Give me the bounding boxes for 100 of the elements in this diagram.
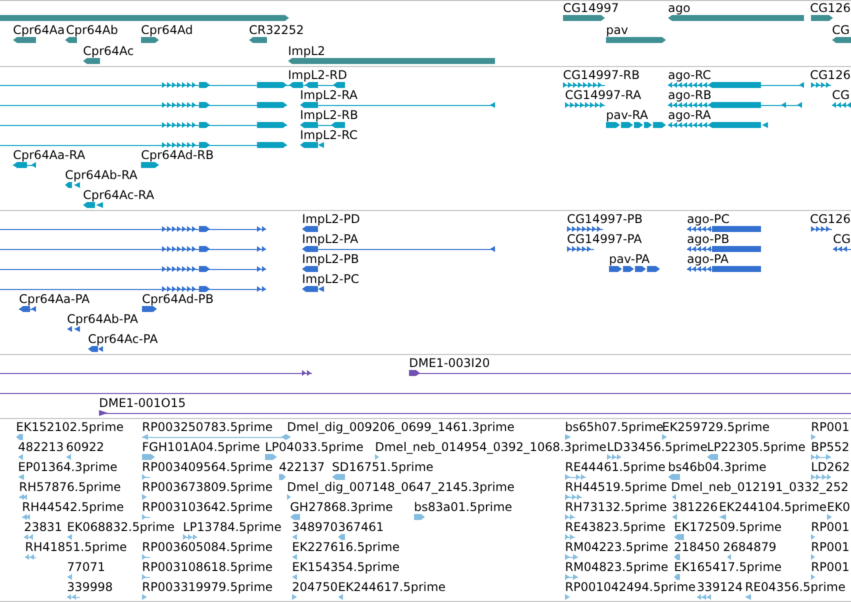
est-label: 339998 [67,580,113,594]
est-label: RP003409564.5prime [142,460,273,474]
protein-label: ago-PA [687,252,729,266]
est-label: RP003673809.5prime [142,480,273,494]
est-label: RH57876.5prime [19,480,121,494]
est-label: 204750 [292,580,338,594]
gene-label: CR32252 [249,24,304,36]
est-label: EK227616.5prime [292,540,400,554]
est-label: RH73132.5prime [565,500,667,514]
transcript-label: ago-RB [668,88,712,102]
est-label: EP01364.3prime [18,460,118,474]
transcript-label: Cpr64Ac-RA [83,188,154,202]
est-label: 2684879 [723,540,776,554]
protein-label: Cpr64Ac-PA [88,332,158,346]
est-label: EK244104.5prime [719,500,827,514]
transcript-label: CG [832,88,850,102]
est-label: FGH101A04.5prime [142,440,260,454]
transcript-label: CG14997-RA [565,88,642,102]
est-label: RM04823.5prime [565,560,668,574]
transcript-label: ImpL2-RB [300,108,358,122]
est-label: RP003250783.5prime [142,420,273,434]
est-label: RP001 [811,520,850,534]
protein-label: Cpr64Aa-PA [19,292,90,306]
protein-label: ImpL2-PC [302,272,360,286]
gene-label: pav [606,24,628,36]
est-label: 23831 [24,520,62,534]
est-label: RM04223.5prime [565,540,668,554]
clone-label: DME1-003I20 [409,356,490,370]
transcript-label: ImpL2-RC [300,128,358,142]
est-label: RH44519.5prime [565,480,667,494]
est-label: RE04356.5prime [745,580,846,594]
est-label: LP22305.5prime [707,440,806,454]
est-label: EK0 [827,500,850,514]
gene-label: Cpr64Ab [66,24,118,36]
transcript-label: Cpr64Aa-RA [13,148,86,162]
est-label: EK154354.5prime [292,560,400,574]
est-label: LD33456.5prime [607,440,708,454]
est-label: 482213 [18,440,64,454]
est-label: RE44461.5prime [565,460,666,474]
protein-label: Cpr64Ad-PB [142,292,214,306]
est-label: RP003103642.5prime [142,500,273,514]
protein-label: ImpL2-PD [302,212,360,226]
protein-label: ImpL2-PB [302,252,359,266]
est-label: bs46b04.3prime [668,460,766,474]
protein-label: pav-PA [609,252,650,266]
transcript-label: CG14997-RB [563,68,640,82]
est-label: LP04033.5prime [265,440,364,454]
protein-label: CG14997-PA [567,232,642,246]
est-label: LP13784.5prime [183,520,282,534]
protein-label: CG14997-PB [567,212,643,226]
est-label: RP001 [811,540,850,554]
transcript-label: Cpr64Ab-RA [65,168,138,182]
gene-label: Cpr64Ac [83,44,134,58]
est-label: 422137 [279,460,325,474]
protein-label: CG126 [810,212,851,226]
est-label: Dmel_dig_007148_0647_2145.3prime [287,480,515,494]
est-label: EK068832.5prime [67,520,175,534]
gene-label: ago [668,2,690,14]
transcript-label: Cpr64Ad-RB [141,148,214,162]
protein-label: ago-PC [687,212,730,226]
est-label: bs83a01.5prime [414,500,512,514]
est-label: RE43823.5prime [565,520,666,534]
est-label: RP003605084.5prime [142,540,273,554]
gene-label: CG [832,24,850,36]
est-label: RH41851.5prime [25,540,127,554]
est-label: bs65h07.5prime [565,420,664,434]
est-label: 77071 [67,560,106,574]
est-label: EK172509.5prime [674,520,782,534]
transcript-label: ImpL2-RD [288,68,348,82]
est-label: EK259729.5prime [662,420,770,434]
transcript-label: ago-RA [668,108,711,122]
transcript-label: pav-RA [606,108,648,122]
est-label: 60922 [66,440,104,454]
est-label: LD262 [811,460,850,474]
est-label: RH44542.5prime [22,500,124,514]
transcript-label: ImpL2-RA [300,88,358,102]
gene-label: CG126 [810,2,851,14]
est-label: EK152102.5prime [16,420,124,434]
est-label: EK244617.5prime [338,580,446,594]
protein-label: Cpr64Ab-PA [67,312,138,326]
est-label: 218450 [674,540,720,554]
est-label: BP552 [811,440,850,454]
gene-label: Cpr64Aa [13,24,65,36]
gene-label: ImpL2 [288,44,326,58]
est-label: 381226 [672,500,718,514]
est-label: 348970 [292,520,338,534]
est-label: Dmel_dig_009206_0699_1461.3prime [287,420,515,434]
protein-label: ago-PB [687,232,730,246]
gene-label: Cpr64Ad [141,24,193,36]
est-label: RP001042494.5prime [565,580,696,594]
est-label: SD16751.5prime [332,460,434,474]
est-label: Dmel_neb_012191_0332_252 [671,480,849,494]
gene-label: CG14997 [563,2,619,14]
est-label: Dmel_neb_014954_0392_1068.3prime [375,440,607,454]
clone-label: DME1-001O15 [99,396,186,410]
protein-label: CG [833,232,851,246]
protein-label: ImpL2-PA [302,232,358,246]
est-label: RP001 [811,560,850,574]
est-label: RP001 [811,420,850,434]
transcript-label: CG126 [810,68,851,82]
